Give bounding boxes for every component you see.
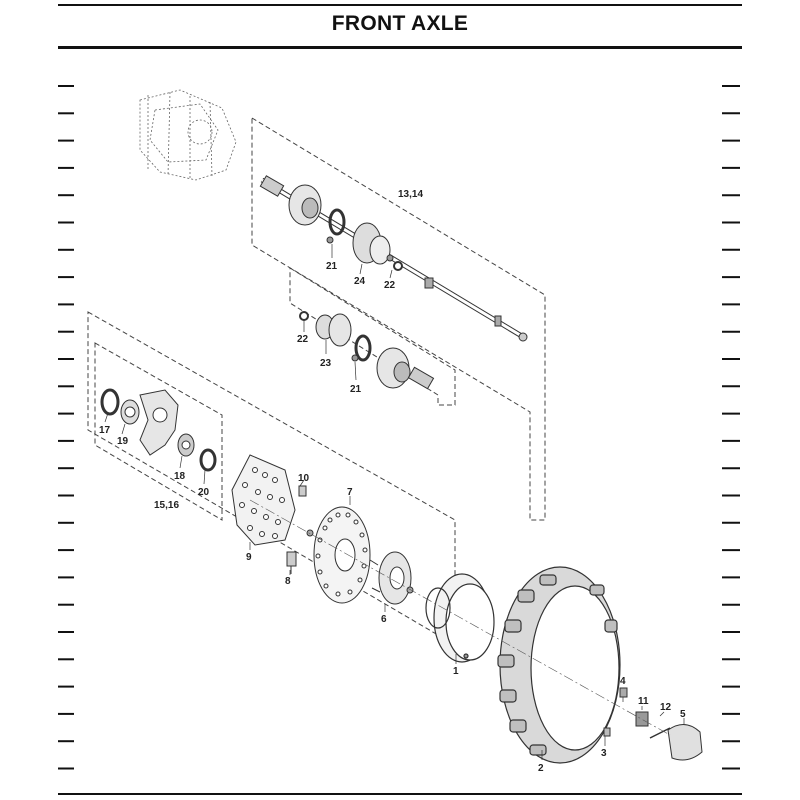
callout-8: 8 <box>285 576 291 587</box>
callout-20: 20 <box>198 487 210 498</box>
callout-22: 22 <box>384 280 396 291</box>
assembly-axis <box>249 499 671 736</box>
callout-17: 17 <box>99 425 111 436</box>
title-top-rule <box>58 4 742 6</box>
valve-3 <box>603 727 611 737</box>
transmission-housing <box>139 89 237 181</box>
callout-11: 11 <box>638 696 649 707</box>
knuckle-assembly <box>100 388 217 472</box>
drive-shaft <box>259 175 528 390</box>
callout-7: 7 <box>347 487 353 498</box>
cotter-pin-12 <box>649 727 671 739</box>
inner-joint-group-box <box>289 267 456 406</box>
callout-24: 24 <box>354 276 366 287</box>
callout-9: 9 <box>246 552 252 563</box>
castle-nut-11 <box>635 711 649 727</box>
callout-10: 10 <box>298 473 310 484</box>
callout-1: 1 <box>453 666 459 677</box>
callout-3: 3 <box>601 748 607 759</box>
margin-ticks <box>58 85 740 770</box>
callout-6: 6 <box>381 614 387 625</box>
callout-21: 21 <box>350 384 362 395</box>
callout-15-16: 15,16 <box>154 500 179 511</box>
callout-5: 5 <box>680 709 686 720</box>
wheel-rim-1 <box>425 573 495 663</box>
page-bottom-rule <box>58 793 742 795</box>
callout-12: 12 <box>660 702 672 713</box>
callout-2: 2 <box>538 763 544 774</box>
hub-cap-5 <box>667 724 703 761</box>
bolt-10 <box>298 485 307 497</box>
knuckle-inner-box <box>94 342 223 521</box>
callout-22: 22 <box>297 334 309 345</box>
callout-4: 4 <box>620 676 626 687</box>
callout-21: 21 <box>326 261 338 272</box>
lug-nut-4 <box>619 687 628 698</box>
leader-lines <box>104 244 685 760</box>
bolt-8 <box>286 551 297 574</box>
callout-13-14: 13,14 <box>398 189 423 200</box>
page-title: FRONT AXLE <box>331 12 469 35</box>
callout-18: 18 <box>174 471 186 482</box>
wheel-hub-6 <box>369 551 414 605</box>
brake-disc-7 <box>313 506 371 604</box>
small-nut <box>306 529 314 537</box>
title-bottom-rule <box>58 46 742 49</box>
tire-2 <box>497 566 621 764</box>
callout-23: 23 <box>320 358 332 369</box>
callout-19: 19 <box>117 436 129 447</box>
brake-guard-9 <box>231 454 296 546</box>
